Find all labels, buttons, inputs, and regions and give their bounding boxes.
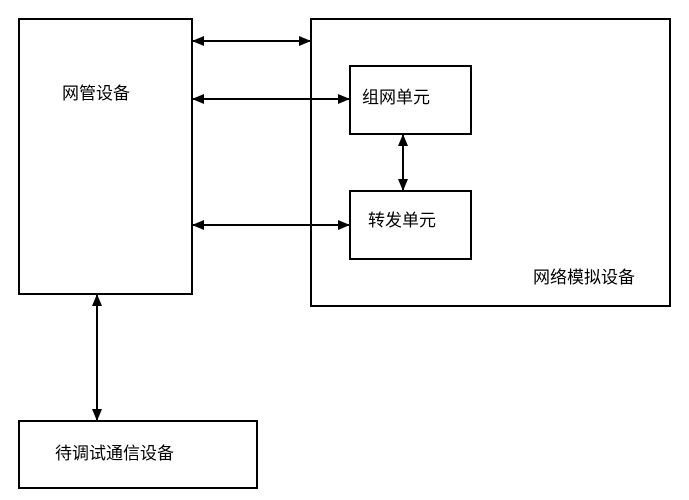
networking-unit-box [349,65,472,135]
network-simulation-device-label: 网络模拟设备 [533,268,635,288]
networking-unit-label: 组网单元 [362,88,430,108]
network-management-device-box [18,18,193,295]
device-under-test-box [18,420,258,489]
network-management-device-label: 网管设备 [62,84,130,104]
device-under-test-label: 待调试通信设备 [55,444,174,464]
forwarding-unit-label: 转发单元 [368,211,436,231]
forwarding-unit-box [349,190,472,260]
